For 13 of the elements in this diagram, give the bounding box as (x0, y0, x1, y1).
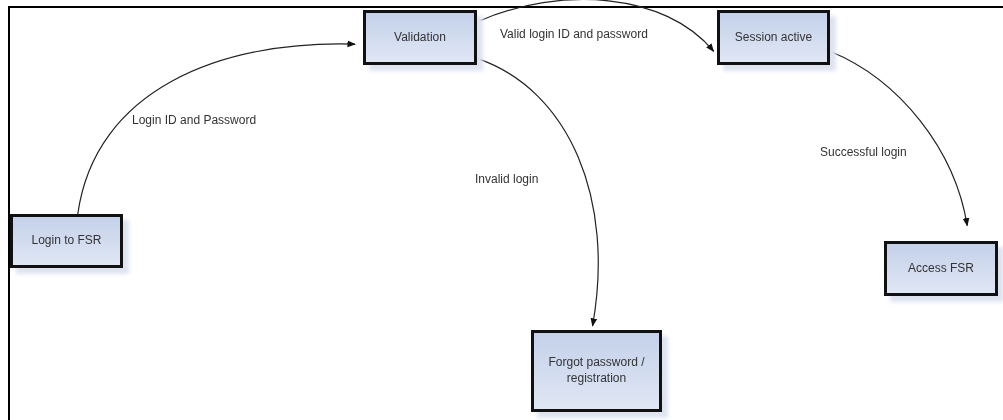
process-box: Validation (363, 10, 477, 65)
arrow (829, 50, 969, 227)
process-box: Session active (717, 10, 830, 65)
edge-label: Login ID and Password (130, 113, 259, 127)
edge-label: Valid login ID and password (498, 27, 650, 41)
edge-label: Invalid login (473, 172, 541, 186)
process-box: Access FSR (884, 241, 998, 296)
process-box: Login to FSR (10, 214, 123, 268)
edge-label: Successful login (818, 145, 909, 159)
arrow (476, 57, 599, 327)
arrow (478, 0, 715, 52)
arrow (77, 40, 356, 215)
process-box: Forgot password / registration (531, 330, 662, 412)
